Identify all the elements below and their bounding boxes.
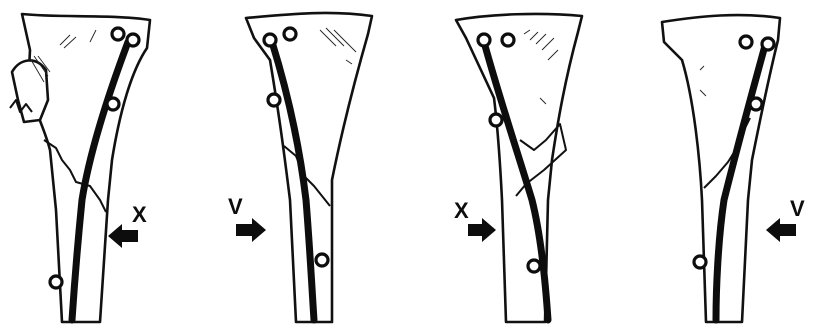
screw	[502, 34, 514, 46]
screw	[478, 34, 490, 46]
displaced-fragment	[12, 60, 48, 122]
screw	[528, 260, 540, 272]
screw	[127, 34, 139, 46]
screw	[107, 98, 119, 110]
force-arrow-left	[108, 224, 138, 248]
panel-4: V	[662, 15, 805, 322]
panel-label: X	[132, 202, 147, 227]
force-arrow-right	[236, 218, 266, 242]
screw	[740, 36, 752, 48]
force-arrow-left	[766, 218, 796, 242]
screw	[264, 34, 276, 46]
screw	[490, 114, 502, 126]
panel-label: V	[228, 194, 243, 219]
screw	[762, 38, 774, 50]
screw	[694, 256, 706, 268]
force-arrow-right	[468, 218, 496, 242]
panel-1: X	[10, 14, 150, 322]
screw	[50, 276, 62, 288]
screw	[750, 98, 762, 110]
panel-3: X	[454, 14, 582, 322]
screw	[316, 254, 328, 266]
panel-2: V	[228, 13, 372, 322]
panel-label: X	[454, 198, 469, 223]
screw	[112, 28, 124, 40]
screw	[284, 28, 296, 40]
panel-label: V	[790, 196, 805, 221]
screw	[268, 94, 280, 106]
